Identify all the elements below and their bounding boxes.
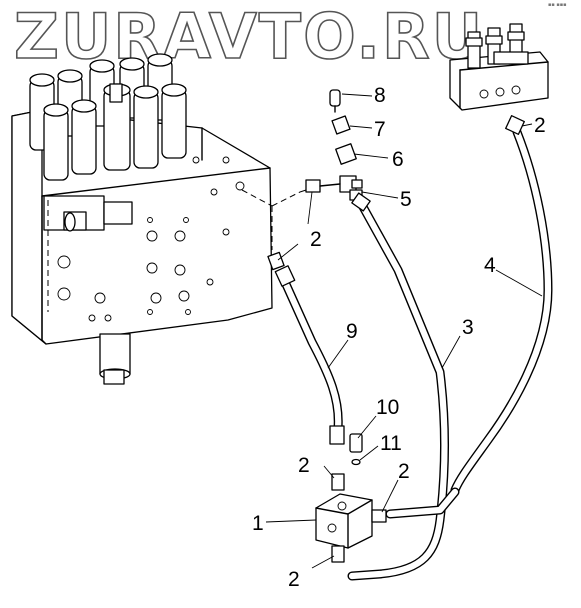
- leader-lines: [265, 93, 543, 569]
- callout-2-bottom: 2: [288, 568, 300, 591]
- control-valve-block: [11, 53, 273, 385]
- solenoid-valve-block: [449, 23, 549, 111]
- callout-11: 11: [380, 432, 402, 455]
- callout-8: 8: [374, 84, 386, 107]
- callout-7: 7: [374, 118, 386, 141]
- hose-9: [280, 277, 343, 433]
- hose-4: [450, 127, 553, 495]
- callout-4: 4: [484, 254, 496, 277]
- callout-10: 10: [376, 396, 399, 419]
- watermark: ZURAVTO.RU: [14, 0, 484, 73]
- callout-9: 9: [346, 320, 358, 343]
- callout-2-upper-left: 2: [310, 228, 322, 251]
- callout-5: 5: [400, 188, 412, 211]
- callout-2-right: 2: [398, 460, 410, 483]
- callout-2-valve-block: 2: [534, 114, 546, 137]
- callouts: 8 7 6 5 4 3 9 10 11 1 2 2 2 2 2: [252, 84, 546, 591]
- hose-lower: [385, 487, 460, 519]
- callout-6: 6: [392, 148, 404, 171]
- fittings: [267, 89, 525, 563]
- callout-3: 3: [462, 316, 474, 339]
- callout-2-center: 2: [298, 454, 310, 477]
- callout-1: 1: [252, 512, 264, 535]
- corner-mark: ▪▪ ▪▪▪: [548, 2, 567, 8]
- valve-spool-caps: [29, 53, 187, 181]
